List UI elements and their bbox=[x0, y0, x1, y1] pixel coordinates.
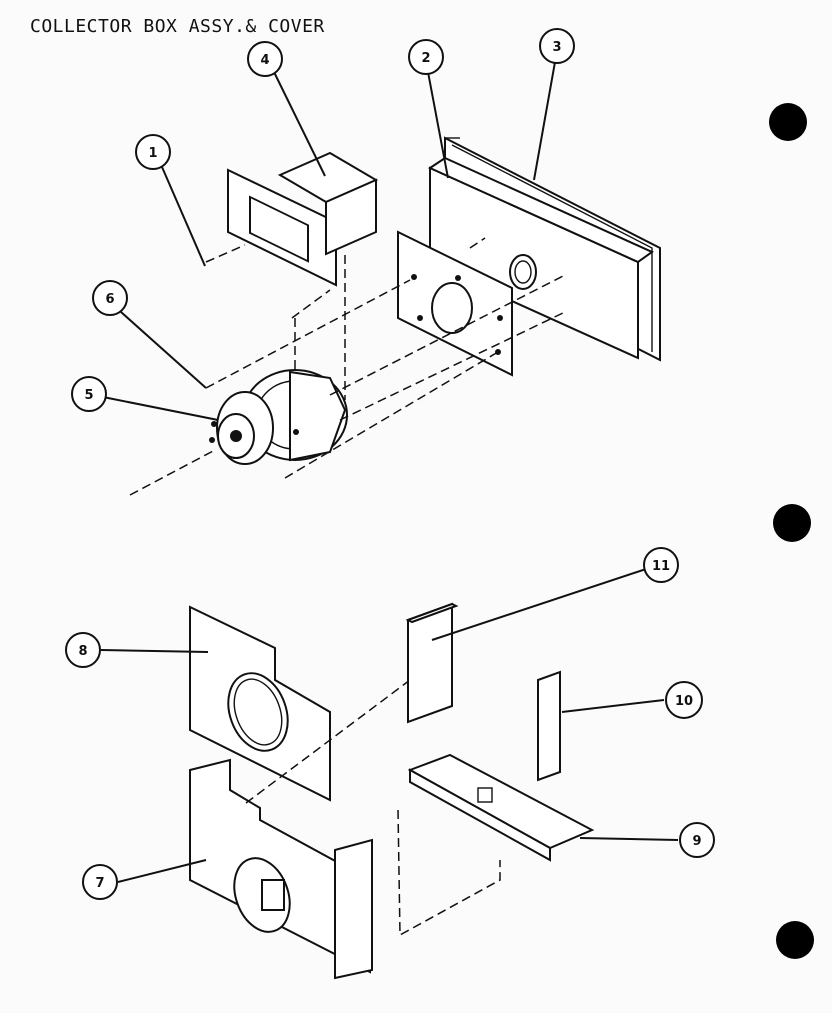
part-2-collector-box-front bbox=[427, 156, 654, 360]
callout-1: 1 bbox=[135, 134, 171, 170]
diagram-title: COLLECTOR BOX ASSY.& COVER bbox=[30, 16, 325, 37]
part-7-lower-panel bbox=[189, 679, 411, 980]
callout-6: 6 bbox=[92, 280, 128, 316]
part-4-flue-collector bbox=[227, 151, 379, 287]
part-8-cover-panel bbox=[189, 605, 331, 802]
binder-hole-middle bbox=[773, 504, 811, 542]
callout-10: 10 bbox=[665, 681, 703, 719]
callout-8-label: 8 bbox=[78, 644, 87, 659]
binder-hole-top bbox=[769, 103, 807, 141]
part-10-upright bbox=[537, 670, 561, 782]
part-11-block bbox=[405, 602, 459, 724]
callout-8: 8 bbox=[65, 632, 101, 668]
callout-7: 7 bbox=[82, 864, 118, 900]
part-5-inducer-motor bbox=[209, 369, 348, 465]
callout-11-label: 11 bbox=[652, 559, 670, 574]
callout-5-label: 5 bbox=[84, 388, 93, 403]
callout-3: 3 bbox=[539, 28, 575, 64]
callout-2-label: 2 bbox=[421, 51, 430, 66]
callout-9-label: 9 bbox=[692, 834, 701, 849]
callout-4: 4 bbox=[247, 41, 283, 77]
callout-10-label: 10 bbox=[675, 694, 693, 709]
callout-4-label: 4 bbox=[260, 53, 269, 68]
callout-6-label: 6 bbox=[105, 292, 114, 307]
binder-hole-bottom bbox=[776, 921, 814, 959]
callout-2: 2 bbox=[408, 39, 444, 75]
part-9-base-rail bbox=[397, 753, 595, 937]
callout-9: 9 bbox=[679, 822, 715, 858]
fastener-alignment-lines bbox=[205, 237, 566, 479]
callout-11: 11 bbox=[643, 547, 679, 583]
callout-1-label: 1 bbox=[148, 146, 157, 161]
panel-alignment-outline bbox=[129, 449, 216, 496]
mounting-gasket-plate bbox=[397, 230, 513, 377]
callout-5: 5 bbox=[71, 376, 107, 412]
callout-3-label: 3 bbox=[552, 40, 561, 55]
leader-lines bbox=[100, 61, 679, 883]
callout-7-label: 7 bbox=[95, 876, 104, 891]
